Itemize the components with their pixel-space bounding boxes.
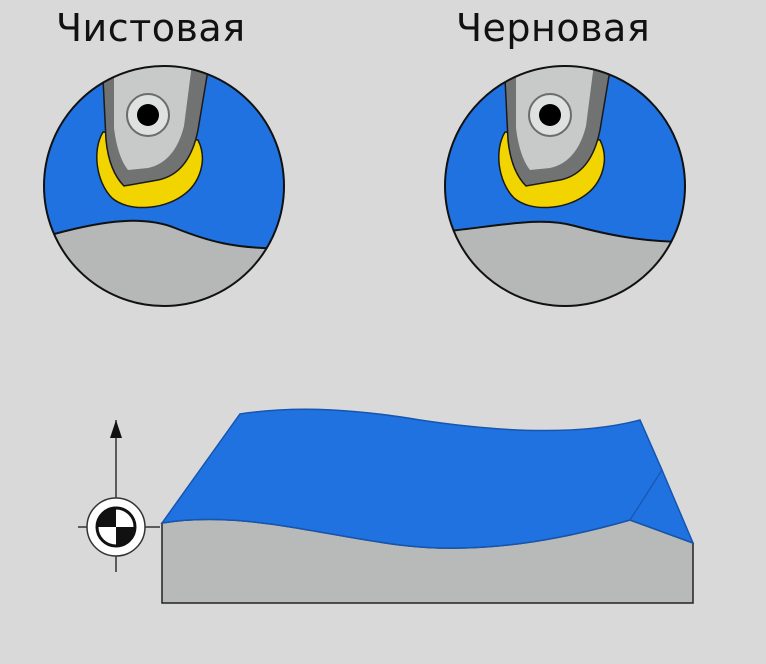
workpiece-3d-view bbox=[160, 408, 695, 604]
detail-circle-border bbox=[43, 65, 285, 307]
screw-hole-icon bbox=[137, 104, 159, 126]
datum-quadrant bbox=[97, 508, 116, 527]
detail-circle-border bbox=[444, 65, 686, 307]
material-to-remove bbox=[160, 408, 695, 549]
roughing-label: Черновая bbox=[456, 6, 651, 50]
roughing-detail-view bbox=[444, 65, 686, 307]
material-edge bbox=[629, 419, 663, 521]
screw-hole-icon bbox=[539, 104, 561, 126]
finishing-label: Чистовая bbox=[56, 6, 246, 50]
finishing-detail-view bbox=[43, 65, 285, 307]
origin-datum-icon bbox=[78, 420, 160, 572]
z-axis-arrow-icon bbox=[110, 420, 122, 438]
datum-quadrant bbox=[116, 527, 135, 546]
